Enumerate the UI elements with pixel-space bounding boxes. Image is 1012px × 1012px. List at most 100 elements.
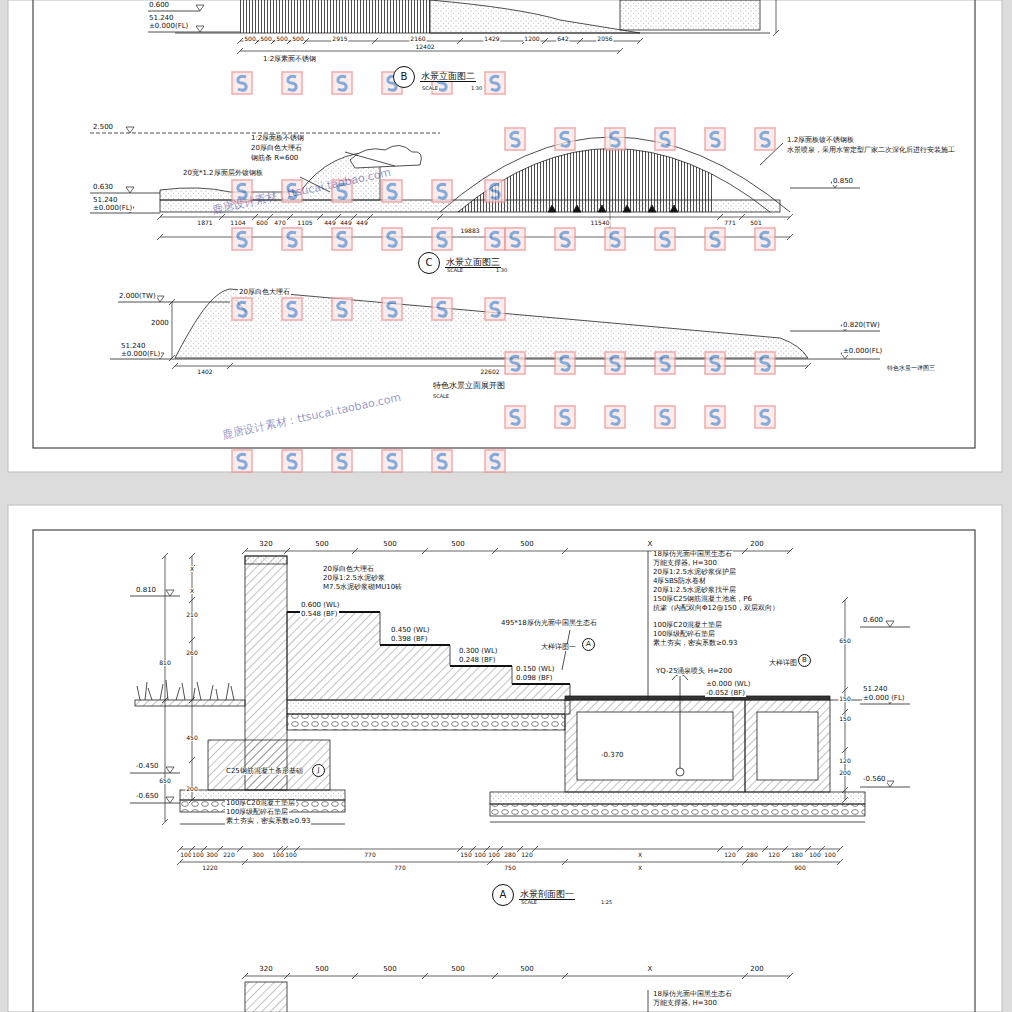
annotation-text: 0.820(TW) — [842, 322, 881, 329]
watermark-logo — [288, 302, 296, 316]
annotation-text: 280 — [745, 852, 758, 858]
section-drawing — [860, 704, 910, 705]
watermark-logo — [511, 232, 519, 246]
watermark-logo — [711, 410, 719, 424]
watermark-logo — [238, 454, 246, 468]
annotation-text: 100厚C20混凝土垫层 — [652, 622, 723, 629]
watermark-logo — [232, 450, 252, 472]
annotation-text: X — [637, 852, 643, 858]
watermark-logo — [232, 228, 252, 250]
annotation-text: 120 — [723, 852, 736, 858]
watermark-logo — [432, 450, 452, 472]
annotation-text: C25钢筋混凝土条形基础 — [225, 768, 304, 775]
elevation-two — [148, 11, 200, 12]
annotation-text: 200 — [749, 541, 764, 548]
dimension-line — [189, 597, 195, 603]
watermark-logo — [655, 406, 675, 428]
watermark-logo — [605, 352, 625, 374]
annotation-text: 0.248 (BF) — [458, 657, 497, 664]
dimension-line — [437, 214, 443, 220]
annotation-text: 1220 — [201, 865, 218, 871]
level-marker — [886, 781, 894, 787]
dimension-line — [237, 846, 243, 852]
annotation-text: 0.810 — [135, 587, 157, 594]
annotation-text: 100厚级配碎石垫层 — [225, 809, 289, 816]
section-drawing — [130, 551, 910, 1012]
dimension-line — [717, 214, 723, 220]
dimension-line — [157, 0, 848, 979]
annotation-text: 500 — [519, 541, 534, 548]
watermark-logo — [382, 180, 402, 202]
section-drawing — [287, 700, 570, 714]
section-drawing — [130, 773, 180, 774]
annotation-text: 320 — [258, 541, 273, 548]
dimension-line — [776, 0, 777, 33]
page-ground — [8, 505, 1002, 1012]
annotation-text: 0.600 — [148, 2, 170, 9]
annotation-text: 2.000(TW) — [118, 293, 157, 300]
annotation-text: 水景喷泉，采用水管定型厂家二次深化后进行安装施工 — [786, 147, 956, 154]
watermark-logo — [761, 132, 769, 146]
watermark-logo — [761, 232, 769, 246]
dimension-line — [352, 973, 358, 979]
watermark-logo — [505, 128, 525, 150]
dimension-line — [237, 48, 243, 54]
watermark-logo — [485, 72, 505, 94]
annotation-text: 2915 — [331, 36, 348, 42]
annotation-text: 1105 — [296, 220, 313, 226]
dimension-line — [169, 299, 175, 305]
watermark-logo — [705, 228, 725, 250]
annotation-text: 12402 — [414, 44, 435, 50]
annotation-text: 万能支撑器, H=300 — [652, 1000, 718, 1007]
watermark-logo — [485, 228, 505, 250]
watermark-logo — [605, 352, 625, 374]
page-ground — [33, 0, 975, 448]
annotation-text: 素土夯实，密实系数≥0.93 — [652, 640, 738, 647]
annotation-text: 500 — [450, 966, 465, 973]
annotation-text: 0.600 — [862, 617, 884, 624]
section-drawing — [490, 822, 865, 823]
watermark-logo — [238, 184, 246, 198]
dimension-line — [787, 973, 793, 979]
annotation-text: 449 — [323, 220, 336, 226]
watermark-logo — [438, 232, 446, 246]
annotation-text: 0.600 (WL) — [300, 602, 341, 609]
watermark-logo — [332, 72, 352, 94]
watermark-logo — [655, 406, 675, 428]
watermark-logo — [388, 232, 396, 246]
section-title-marker: B水景立面图二 — [393, 66, 476, 88]
watermark-logo — [511, 356, 519, 370]
elevation-two — [240, 0, 430, 33]
unfolded-elevation — [110, 289, 880, 359]
watermark-logo — [655, 128, 675, 150]
watermark-logo — [382, 450, 402, 472]
watermark-logo — [332, 228, 352, 250]
annotation-text: 280 — [503, 852, 516, 858]
annotation-text: 450 — [185, 735, 198, 741]
dimension-line — [787, 234, 793, 240]
dimension-line — [617, 48, 623, 54]
watermark-logo — [382, 228, 402, 250]
watermark-logo — [491, 184, 499, 198]
watermark-logo — [705, 352, 725, 374]
dimension-line — [782, 846, 788, 852]
annotation-text: 100 — [271, 852, 284, 858]
section-drawing — [757, 712, 818, 780]
level-marker — [126, 5, 894, 803]
watermark-logo — [611, 356, 619, 370]
annotation-text: 650 — [158, 778, 171, 784]
dimension-line — [842, 797, 848, 803]
annotation-text: 51.240 — [92, 197, 119, 204]
annotation-text: 2000 — [150, 320, 170, 327]
watermark-logo — [555, 228, 575, 250]
annotation-text: ±0.000(FL) — [120, 351, 161, 358]
watermark-logo — [382, 298, 402, 320]
elevation-three — [90, 193, 160, 194]
annotation-text: 51.240 — [120, 343, 147, 350]
watermark-logo — [491, 76, 499, 90]
annotation-text: 1:2厚面板不锈钢 — [250, 135, 305, 142]
watermark-logo — [705, 406, 725, 428]
dimension-line — [180, 862, 840, 863]
